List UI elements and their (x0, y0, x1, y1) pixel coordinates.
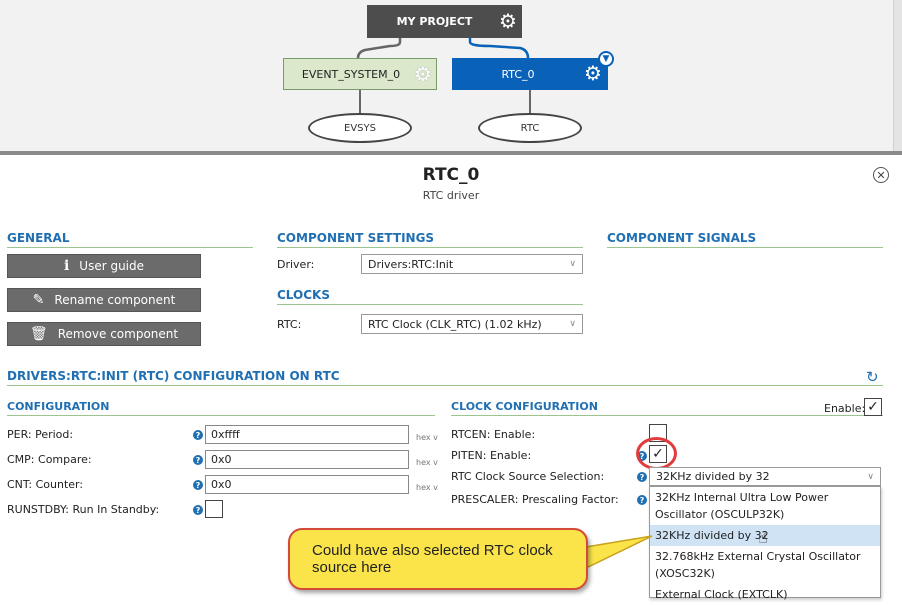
filter-icon[interactable]: ▼ (598, 51, 614, 67)
event-system-node-label: EVENT_SYSTEM_0 (301, 67, 401, 81)
dropdown-option[interactable]: 32.768kHz External Crystal Oscillator (X… (655, 550, 861, 580)
configuration-title: DRIVERS:RTC:INIT (RTC) CONFIGURATION ON … (7, 369, 883, 386)
per-label: PER: Period: (7, 428, 74, 441)
chevron-down-icon: ∨ (867, 471, 874, 482)
cnt-unit: hex v (416, 483, 438, 492)
panel-splitter[interactable] (0, 151, 902, 155)
chevron-down-icon: ∨ (569, 259, 576, 269)
rename-component-button[interactable]: ✎ Rename component (7, 288, 201, 312)
trash-icon: 🗑 (29, 326, 48, 342)
connection-lines (356, 38, 531, 113)
rtc-clock-select-value: RTC Clock (CLK_RTC) (1.02 kHz) (368, 317, 542, 331)
cmp-label: CMP: Compare: (7, 453, 92, 466)
configuration-title-text: DRIVERS:RTC:INIT (RTC) CONFIGURATION ON … (7, 369, 340, 383)
rtc-node[interactable]: RTC_0 ⚙ (452, 58, 608, 90)
dropdown-option[interactable]: 32KHz divided by 32 (650, 525, 880, 546)
help-icon[interactable]: ? (193, 455, 203, 465)
rename-component-label: Rename component (54, 293, 176, 307)
clock-source-select-value: 32KHz divided by 32 (656, 470, 770, 483)
dropdown-option[interactable]: 32KHz Internal Ultra Low Power Oscillato… (655, 491, 829, 521)
rtc-node-label: RTC_0 (501, 67, 535, 81)
gear-icon[interactable]: ⚙ (414, 62, 432, 86)
project-node[interactable]: MY PROJECT ⚙ (367, 5, 522, 38)
driver-label: Driver: (277, 258, 315, 271)
rtc-clock-select[interactable]: RTC Clock (CLK_RTC) (1.02 kHz) ∨ (361, 314, 583, 334)
callout-text: Could have also selected RTC clock sourc… (312, 542, 553, 576)
project-node-label: MY PROJECT (396, 15, 473, 28)
component-title: RTC_0 (422, 165, 480, 185)
component-signals-heading: COMPONENT SIGNALS (607, 231, 883, 248)
clocks-heading: CLOCKS (277, 288, 583, 305)
cnt-input[interactable]: 0x0 (205, 475, 409, 494)
remove-component-label: Remove component (57, 327, 179, 341)
pencil-icon: ✎ (32, 292, 45, 308)
link-project-rtc (468, 38, 530, 59)
event-system-node[interactable]: EVENT_SYSTEM_0 ⚙ (283, 58, 437, 90)
piten-label: PITEN: Enable: (451, 449, 532, 462)
prescaler-label: PRESCALER: Prescaling Factor: (451, 493, 619, 506)
user-guide-button[interactable]: i User guide (7, 254, 201, 278)
runstdby-label: RUNSTDBY: Run In Standby: (7, 503, 160, 516)
cmp-input[interactable]: 0x0 (205, 450, 409, 469)
cmp-unit: hex v (416, 458, 438, 467)
per-unit: hex v (416, 433, 438, 442)
gear-icon[interactable]: ⚙ (499, 9, 517, 33)
configuration-heading: CONFIGURATION (7, 400, 435, 416)
rtcen-label: RTCEN: Enable: (451, 428, 536, 441)
help-icon[interactable]: ? (193, 430, 203, 440)
driver-select[interactable]: Drivers:RTC:Init ∨ (361, 254, 583, 274)
help-icon[interactable]: ? (637, 495, 647, 505)
clock-enable-checkbox[interactable]: ✓ (864, 398, 882, 416)
per-input[interactable]: 0xffff (205, 425, 409, 444)
info-icon: i (63, 258, 70, 274)
cnt-label: CNT: Counter: (7, 478, 84, 491)
runstdby-checkbox[interactable] (205, 500, 223, 518)
component-settings-heading: COMPONENT SETTINGS (277, 231, 583, 248)
check-icon: ✓ (867, 399, 879, 415)
component-subtitle: RTC driver (422, 189, 480, 202)
driver-select-value: Drivers:RTC:Init (368, 257, 454, 271)
user-guide-label: User guide (79, 259, 145, 273)
help-icon[interactable]: ? (637, 472, 647, 482)
clock-source-label: RTC Clock Source Selection: (451, 470, 605, 483)
close-icon[interactable]: ✕ (873, 167, 889, 183)
general-heading: GENERAL (7, 231, 253, 248)
highlight-ring (636, 437, 677, 470)
evsys-port-label: EVSYS (344, 122, 376, 134)
callout-box: Could have also selected RTC clock sourc… (288, 528, 588, 590)
help-icon[interactable]: ? (193, 480, 203, 490)
hand-cursor-icon: ☝ (758, 528, 768, 547)
rtc-clock-label: RTC: (277, 318, 302, 331)
rtc-port-label: RTC (520, 122, 540, 134)
help-icon[interactable]: ? (193, 505, 203, 515)
rtc-port[interactable]: RTC (478, 113, 582, 143)
remove-component-button[interactable]: 🗑 Remove component (7, 322, 201, 346)
clock-source-select[interactable]: 32KHz divided by 32 ∨ (649, 467, 881, 486)
canvas-scrollbar[interactable] (893, 0, 902, 152)
clock-enable-label: Enable: (824, 402, 866, 415)
dropdown-option[interactable]: External Clock (EXTCLK) (655, 588, 788, 601)
evsys-port[interactable]: EVSYS (308, 113, 412, 143)
refresh-icon[interactable]: ↻ (866, 368, 879, 386)
gear-icon[interactable]: ⚙ (584, 61, 602, 85)
project-canvas[interactable]: MY PROJECT ⚙ EVENT_SYSTEM_0 ⚙ RTC_0 ⚙ ▼ … (0, 0, 893, 152)
clock-source-dropdown[interactable]: 32KHz Internal Ultra Low Power Oscillato… (649, 486, 881, 601)
link-project-event (356, 38, 402, 59)
chevron-down-icon: ∨ (569, 319, 576, 329)
clock-configuration-heading: CLOCK CONFIGURATION (451, 400, 883, 416)
